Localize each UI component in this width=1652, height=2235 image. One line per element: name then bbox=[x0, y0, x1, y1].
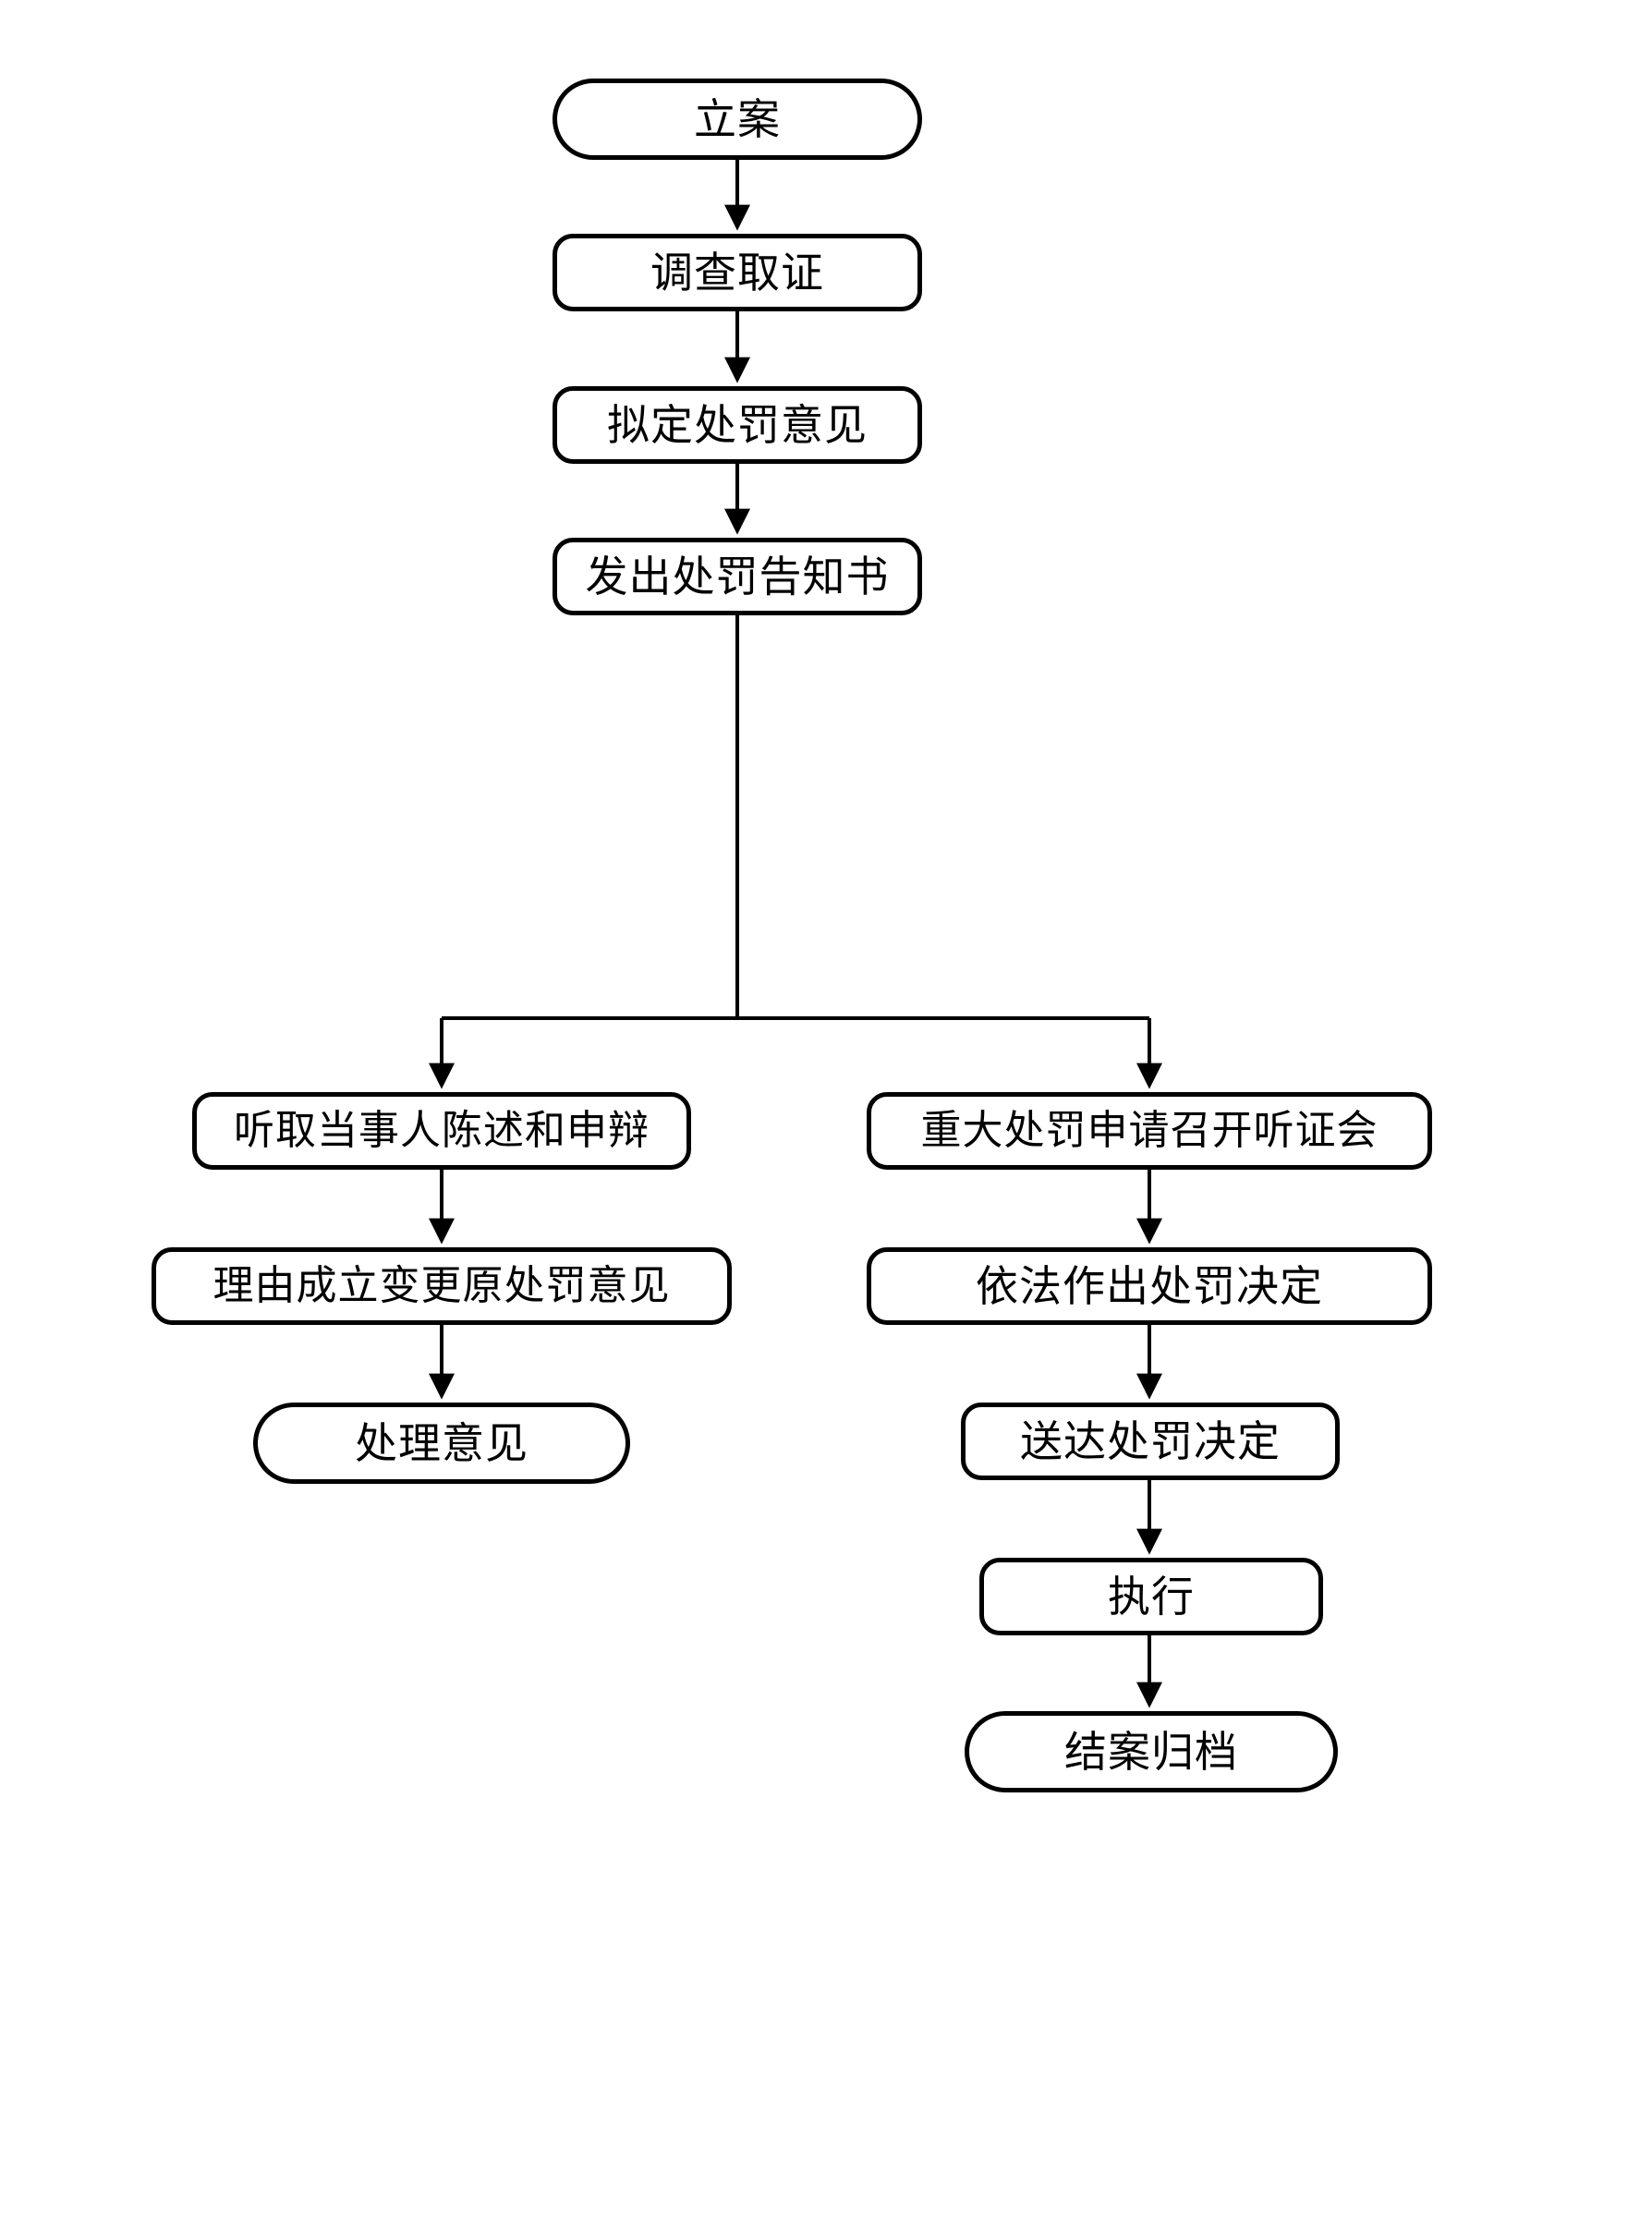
node-label: 拟定处罚意见 bbox=[607, 399, 868, 450]
node-label: 重大处罚申请召开听证会 bbox=[920, 1106, 1379, 1154]
node-label: 听取当事人陈述和申辩 bbox=[234, 1106, 650, 1154]
node-label: 发出处罚告知书 bbox=[585, 551, 890, 601]
node-modify-original-opinion[interactable]: 理由成立变更原处罚意见 bbox=[152, 1247, 732, 1325]
node-serve-penalty-decision[interactable]: 送达处罚决定 bbox=[961, 1403, 1340, 1480]
node-label: 送达处罚决定 bbox=[1020, 1415, 1281, 1466]
node-label: 理由成立变更原处罚意见 bbox=[213, 1261, 671, 1309]
node-label: 依法作出处罚决定 bbox=[976, 1260, 1323, 1311]
node-draft-penalty-opinion[interactable]: 拟定处罚意见 bbox=[553, 386, 922, 464]
node-case-filing[interactable]: 立案 bbox=[553, 79, 922, 160]
node-issue-penalty-notice[interactable]: 发出处罚告知书 bbox=[553, 538, 922, 615]
node-hear-party-statement[interactable]: 听取当事人陈述和申辩 bbox=[192, 1092, 691, 1170]
node-label: 执行 bbox=[1108, 1571, 1195, 1622]
node-label: 调查取证 bbox=[650, 247, 824, 298]
node-close-case-archive[interactable]: 结案归档 bbox=[965, 1711, 1338, 1792]
node-make-penalty-decision[interactable]: 依法作出处罚决定 bbox=[867, 1247, 1432, 1325]
node-major-penalty-hearing-request[interactable]: 重大处罚申请召开听证会 bbox=[867, 1092, 1432, 1170]
node-label: 结案归档 bbox=[1064, 1726, 1238, 1777]
node-label: 处理意见 bbox=[355, 1417, 528, 1468]
node-investigation-evidence[interactable]: 调查取证 bbox=[553, 234, 922, 311]
node-handling-opinion[interactable]: 处理意见 bbox=[253, 1403, 630, 1484]
node-execution[interactable]: 执行 bbox=[979, 1558, 1323, 1635]
node-label: 立案 bbox=[694, 93, 781, 144]
